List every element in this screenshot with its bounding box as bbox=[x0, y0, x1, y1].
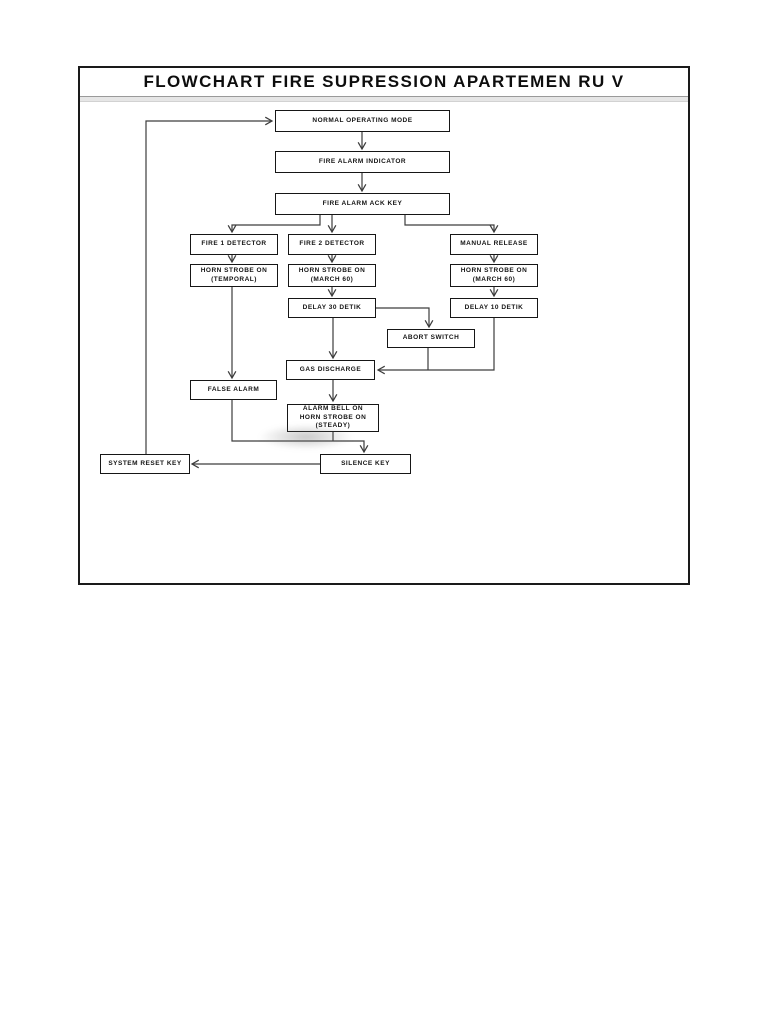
flow-node-fire-2-detector: FIRE 2 DETECTOR bbox=[288, 234, 376, 255]
flow-node-horn-strobe-march-2: HORN STROBE ON (MARCH 60) bbox=[450, 264, 538, 287]
flow-node-fire-alarm-ack-key: FIRE ALARM ACK KEY bbox=[275, 193, 450, 215]
flow-node-silence-key: SILENCE KEY bbox=[320, 454, 411, 474]
page-title: FLOWCHART FIRE SUPRESSION APARTEMEN RU V bbox=[143, 72, 625, 91]
edge-delay10-to-gas bbox=[376, 318, 495, 375]
flow-node-alarm-bell-on: ALARM BELL ON HORN STROBE ON (STEADY) bbox=[287, 404, 379, 432]
flow-node-fire-alarm-indicator: FIRE ALARM INDICATOR bbox=[275, 151, 450, 173]
header-divider bbox=[80, 96, 688, 102]
edge-ack-to-manual bbox=[404, 215, 499, 234]
flow-node-normal-operating-mode: NORMAL OPERATING MODE bbox=[275, 110, 450, 132]
flow-node-system-reset-key: SYSTEM RESET KEY bbox=[100, 454, 190, 474]
edge-delay30-to-abort bbox=[376, 307, 434, 329]
edge-reset-to-normal bbox=[145, 116, 274, 454]
flow-node-delay-10-detik: DELAY 10 DETIK bbox=[450, 298, 538, 318]
edge-ack-to-fire1 bbox=[227, 215, 321, 234]
edge-false-alarm-to-silence bbox=[231, 400, 369, 454]
flow-node-delay-30-detik: DELAY 30 DETIK bbox=[288, 298, 376, 318]
flow-node-abort-switch: ABORT SWITCH bbox=[387, 329, 475, 348]
flow-node-horn-strobe-march-1: HORN STROBE ON (MARCH 60) bbox=[288, 264, 376, 287]
connector-lines bbox=[145, 116, 499, 469]
flow-node-horn-strobe-temporal: HORN STROBE ON (TEMPORAL) bbox=[190, 264, 278, 287]
title-bar: FLOWCHART FIRE SUPRESSION APARTEMEN RU V bbox=[80, 68, 688, 96]
flow-node-gas-discharge: GAS DISCHARGE bbox=[286, 360, 375, 380]
flowchart-frame: FLOWCHART FIRE SUPRESSION APARTEMEN RU V bbox=[78, 66, 690, 585]
flow-node-manual-release: MANUAL RELEASE bbox=[450, 234, 538, 255]
flow-node-fire-1-detector: FIRE 1 DETECTOR bbox=[190, 234, 278, 255]
flow-node-false-alarm: FALSE ALARM bbox=[190, 380, 277, 400]
